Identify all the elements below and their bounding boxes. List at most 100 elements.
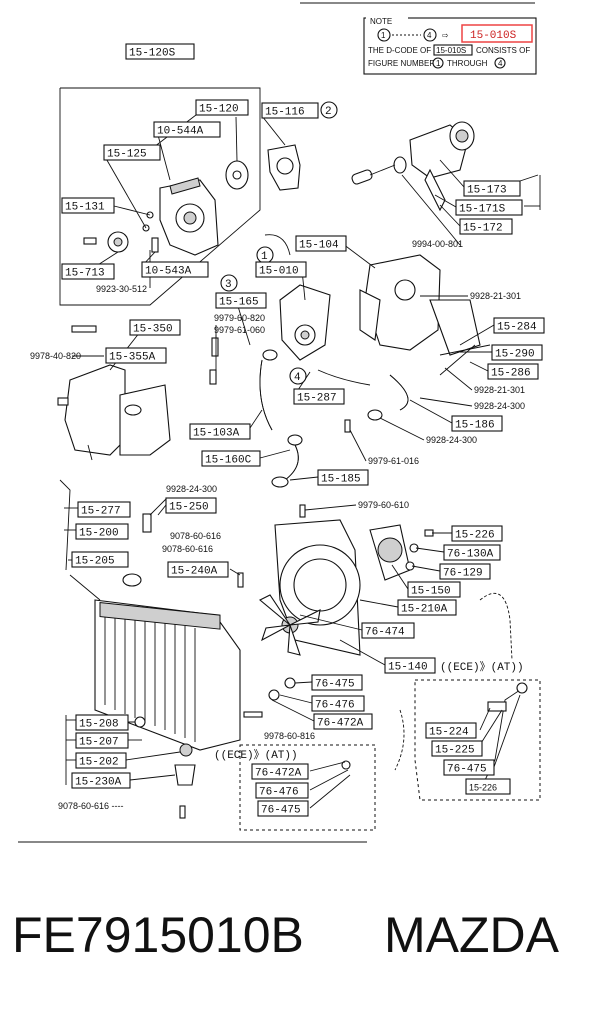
svg-text:3: 3 — [225, 279, 232, 291]
num-9979-61-016: 9979-61-016 — [368, 456, 419, 466]
part-label-15-226: 15-226 — [451, 525, 503, 542]
part-label-15-286: 15-286 — [487, 363, 539, 380]
part-label-15-205: 15-205 — [71, 551, 129, 568]
water-pump-assembly — [59, 87, 301, 306]
part-label-15-165: 15-165 — [215, 292, 267, 309]
part-label-10-544A: 10-544A — [153, 121, 221, 138]
brand-name: MAZDA — [384, 907, 559, 963]
part-label-text: 15-173 — [467, 185, 507, 197]
part-label-15-208: 15-208 — [75, 714, 129, 731]
part-label-15-230A: 15-230A — [71, 772, 131, 789]
part-label-text: 10-543A — [145, 266, 192, 278]
part-label-text: 15-355A — [109, 352, 156, 364]
part-label-15-713: 15-713 — [61, 263, 115, 280]
note-num-end: 4 — [427, 31, 432, 40]
thermostat-housing — [351, 121, 475, 212]
fan-shroud — [274, 519, 411, 656]
part-label-15-226-b: 15-226 — [465, 778, 511, 795]
bolts — [71, 325, 434, 819]
ece-at-label-bottom: ((ECE)》(AT)) — [214, 748, 298, 762]
part-label-76-475-b: 76-475 — [257, 800, 309, 817]
leader-lines — [64, 114, 541, 809]
svg-text:1: 1 — [261, 251, 268, 263]
diagram-canvas: NOTE 1 4 ⇨ 15-010S THE D-CODE OF 15-010S… — [18, 2, 545, 843]
part-label-text: 76-130A — [447, 549, 494, 561]
part-label-15-185: 15-185 — [317, 469, 369, 486]
part-label-15-202: 15-202 — [75, 752, 127, 769]
num-9928-24-300-c: 9928-24-300 — [166, 484, 217, 494]
part-label-76-129: 76-129 — [439, 563, 491, 580]
part-label-76-475-c: 76-475 — [443, 759, 495, 776]
note-num-end-2: 4 — [498, 59, 503, 68]
part-label-text: 15-205 — [75, 556, 115, 568]
part-label-text: 15-286 — [491, 368, 531, 380]
part-label-76-476: 76-476 — [311, 695, 365, 712]
num-9928-24-300-b: 9928-24-300 — [426, 435, 477, 445]
part-label-15-210A: 15-210A — [397, 599, 457, 616]
part-label-76-474: 76-474 — [361, 622, 415, 639]
parts-diagram: NOTE 1 4 ⇨ 15-010S THE D-CODE OF 15-010S… — [18, 2, 545, 843]
engine-block — [359, 254, 491, 376]
part-label-15-277: 15-277 — [77, 501, 131, 518]
num-9979-61-060: 9979-61-060 — [214, 325, 265, 335]
part-label-text: 76-475 — [315, 679, 355, 691]
part-label-76-476-b: 76-476 — [255, 782, 309, 799]
part-label-text: 15-103A — [193, 428, 240, 440]
ece-region-bottom — [239, 744, 376, 831]
part-label-15-116: 15-116 — [261, 102, 319, 119]
part-label-text: 15-200 — [79, 528, 119, 540]
svg-text:⇨: ⇨ — [442, 31, 449, 40]
part-label-15-290: 15-290 — [491, 344, 543, 361]
svg-text:4: 4 — [294, 372, 301, 384]
part-label-15-140: 15-140 — [384, 657, 436, 674]
part-numbers: 9994-00-801 9923-30-512 9928-21-301 9979… — [30, 239, 525, 811]
part-label-76-130A: 76-130A — [443, 544, 501, 561]
part-label-text: 15-224 — [429, 727, 469, 739]
part-label-15-160C: 15-160C — [201, 450, 261, 467]
part-label-15-150: 15-150 — [407, 581, 461, 598]
part-label-text: 15-207 — [79, 737, 119, 749]
part-label-15-171S: 15-171S — [455, 199, 523, 216]
part-label-15-173: 15-173 — [463, 180, 521, 197]
part-label-15-186: 15-186 — [451, 415, 503, 432]
part-label-text: 76-474 — [365, 627, 405, 639]
num-9978-60-816: 9978-60-816 — [264, 731, 315, 741]
part-label-text: 76-475 — [261, 805, 301, 817]
part-label-76-472A-b: 76-472A — [251, 763, 309, 780]
part-label-text: 15-160C — [205, 455, 252, 467]
note-line2b: THROUGH — [447, 59, 488, 68]
part-label-text: 15-290 — [495, 349, 535, 361]
part-label-15-250: 15-250 — [165, 497, 217, 514]
part-label-text: 76-476 — [315, 700, 355, 712]
part-label-15-104: 15-104 — [295, 235, 347, 252]
part-label-15-200: 15-200 — [75, 523, 129, 540]
num-9994-00-801: 9994-00-801 — [412, 239, 463, 249]
part-label-text: 76-475 — [447, 764, 487, 776]
note-line1: THE D-CODE OF — [368, 46, 431, 55]
note-line1b: CONSISTS OF — [476, 46, 530, 55]
part-label-15-287: 15-287 — [293, 388, 345, 405]
part-label-text: 15-171S — [459, 204, 506, 216]
part-label-text: 15-277 — [81, 506, 121, 518]
num-9979-60-820: 9979-60-820 — [214, 313, 265, 323]
note-title: NOTE — [370, 17, 392, 26]
part-label-text: 15-250 — [169, 502, 209, 514]
num-9923-30-512: 9923-30-512 — [96, 284, 147, 294]
hoses — [259, 349, 409, 488]
ece-region-right — [414, 679, 541, 801]
part-label-text: 10-544A — [157, 126, 204, 138]
part-label-text: 15-172 — [463, 223, 503, 235]
num-9928-24-300-a: 9928-24-300 — [474, 401, 525, 411]
part-label-text: 76-129 — [443, 568, 483, 580]
note-code: 15-010S — [436, 46, 466, 55]
part-label-text: 76-472A — [255, 768, 302, 780]
part-label-text: 15-150 — [411, 586, 451, 598]
part-label-15-355A: 15-355A — [105, 347, 167, 364]
part-label-text: 15-350 — [133, 324, 173, 336]
highlight-box — [461, 24, 533, 43]
num-9928-21-301-a: 9928-21-301 — [470, 291, 521, 301]
part-label-text: 15-210A — [401, 604, 448, 616]
part-label-text: 15-125 — [107, 149, 147, 161]
part-label-text: 76-472A — [317, 718, 364, 730]
